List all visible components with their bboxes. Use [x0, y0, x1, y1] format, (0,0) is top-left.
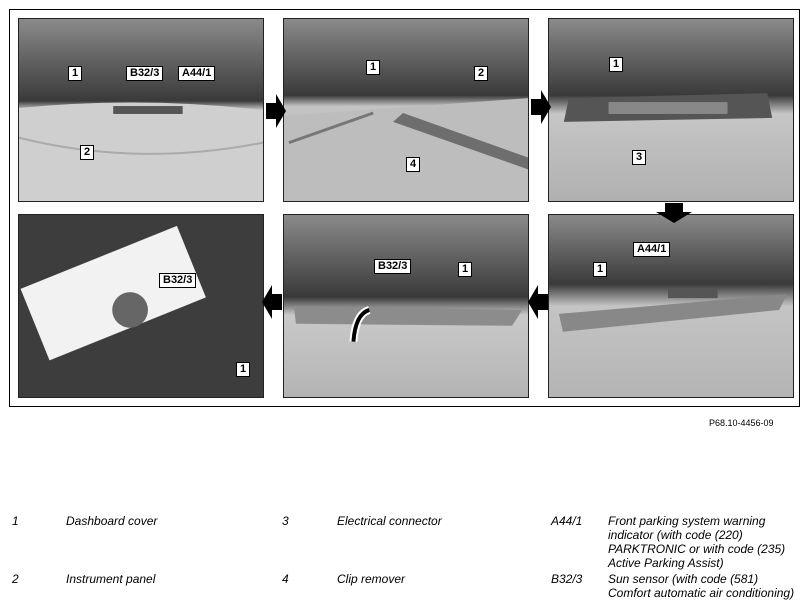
arrow-down-icon	[656, 203, 692, 223]
photo-panel-4	[18, 214, 264, 398]
label-b32-3: B32/3	[126, 66, 164, 81]
label-3: 3	[632, 150, 647, 165]
photo-panel-5	[283, 214, 529, 398]
arrow-left-icon	[262, 285, 282, 319]
label-4: 4	[406, 157, 421, 172]
legend-num: 2	[12, 572, 19, 586]
legend-text: Dashboard cover	[66, 514, 158, 528]
label-1: 1	[68, 66, 83, 81]
legend-num: B32/3	[551, 572, 583, 586]
label-b32-3: B32/3	[159, 273, 197, 288]
legend-text: Clip remover	[337, 572, 406, 586]
label-2: 2	[474, 66, 489, 81]
photo-panel-3	[548, 18, 794, 202]
label-b32-3: B32/3	[374, 259, 412, 274]
legend-text: PARKTRONIC or with code (235)	[608, 542, 786, 556]
label-1: 1	[366, 60, 381, 75]
label-2: 2	[80, 145, 95, 160]
legend-num: 1	[12, 514, 19, 528]
photo-panel-2	[283, 18, 529, 202]
legend-num: 3	[282, 514, 289, 528]
arrow-right-icon	[266, 94, 286, 128]
label-1: 1	[609, 57, 624, 72]
legend-text: Active Parking Assist)	[608, 556, 724, 570]
label-1: 1	[593, 262, 608, 277]
legend-text: Comfort automatic air conditioning)	[608, 586, 795, 600]
arrow-left-icon	[528, 285, 548, 319]
legend-num: A44/1	[551, 514, 583, 528]
legend-text: Instrument panel	[66, 572, 156, 586]
legend-text: Sun sensor (with code (581)	[608, 572, 759, 586]
figure-reference: P68.10-4456-09	[709, 418, 774, 428]
label-1: 1	[236, 362, 251, 377]
legend-text: Front parking system warning	[608, 514, 766, 528]
legend-text: indicator (with code (220)	[608, 528, 743, 542]
legend-num: 4	[282, 572, 289, 586]
label-a44-1: A44/1	[178, 66, 216, 81]
photo-panel-6	[548, 214, 794, 398]
photo-panel-1	[18, 18, 264, 202]
arrow-right-icon	[531, 90, 551, 124]
label-a44-1: A44/1	[633, 242, 671, 257]
legend-text: Electrical connector	[337, 514, 442, 528]
label-1: 1	[458, 262, 473, 277]
